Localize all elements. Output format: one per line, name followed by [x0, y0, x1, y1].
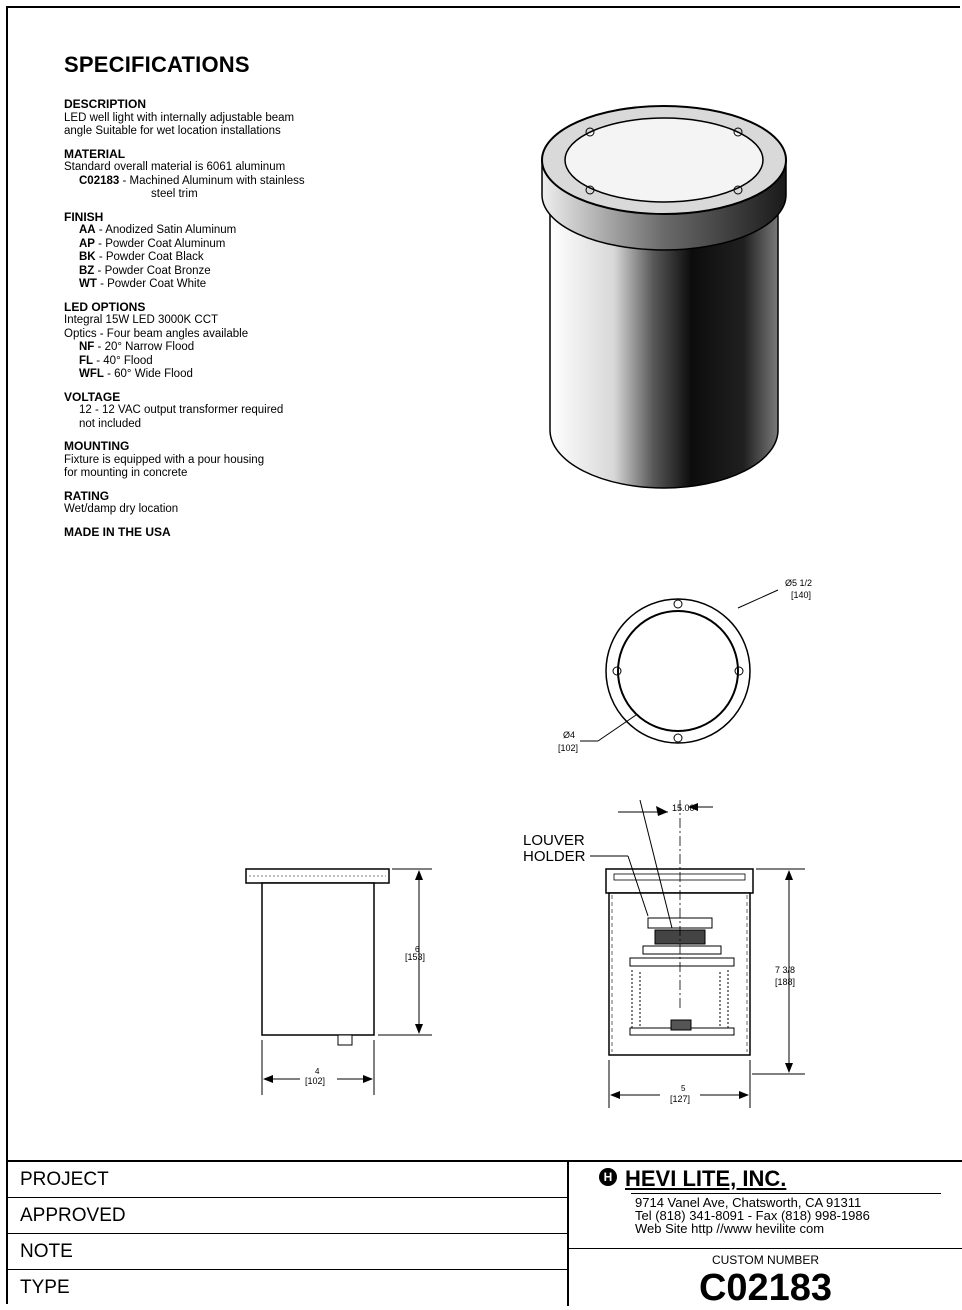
rating-line: Wet/damp dry location: [64, 503, 179, 515]
finish-item: AA - Anodized Satin Aluminum: [79, 224, 237, 236]
mounting-heading: MOUNTING: [64, 439, 130, 453]
led-options-line: Integral 15W LED 3000K CCT: [64, 314, 219, 326]
description-line: LED well light with internally adjustabl…: [64, 111, 295, 124]
outer-diameter-label: Ø5 1/2: [785, 578, 812, 588]
side-view-left: 6 [153] 4 [102]: [245, 868, 432, 1095]
type-field[interactable]: TYPE: [20, 1277, 70, 1298]
title-block: PROJECT APPROVED NOTE TYPE H HEVI LITE, …: [6, 1160, 962, 1309]
approved-field[interactable]: APPROVED: [6, 1198, 567, 1234]
finish-item: BK - Powder Coat Black: [79, 251, 204, 263]
left-height-mm: [153]: [405, 952, 425, 962]
top-view: Ø5 1/2 [140] Ø4 [102]: [558, 578, 812, 753]
finish-section: FINISH AA - Anodized Satin Aluminum AP -…: [64, 209, 394, 292]
voltage-line: 12 - 12 VAC output transformer required: [79, 404, 284, 416]
optic-item: NF - 20° Narrow Flood: [79, 341, 195, 353]
company-website: Web Site http //www hevilite com: [635, 1221, 825, 1236]
company-phone: Tel (818) 341-8091 - Fax (818) 998-1986: [635, 1208, 870, 1223]
left-width-mm: [102]: [305, 1076, 325, 1086]
rating-heading: RATING: [64, 488, 110, 503]
finish-item: AP - Powder Coat Aluminum: [79, 237, 226, 250]
outer-diameter-mm: [140]: [791, 590, 811, 600]
custom-number-value: C02183: [698, 1267, 833, 1309]
description-section: DESCRIPTION LED well light with internal…: [64, 97, 394, 139]
led-options-heading: LED OPTIONS: [64, 299, 146, 314]
material-heading: MATERIAL: [64, 146, 126, 161]
mounting-line: Fixture is equipped with a pour housing: [64, 453, 265, 466]
right-height-mm: [188]: [775, 977, 795, 987]
voltage-section: VOLTAGE 12 - 12 VAC output transformer r…: [64, 389, 394, 432]
made-in-label: MADE IN THE USA: [64, 524, 171, 539]
company-block: H HEVI LITE, INC. 9714 Vanel Ave, Chatsw…: [569, 1160, 962, 1309]
inner-diameter-mm: [102]: [558, 743, 578, 753]
fixture-render: [541, 105, 787, 489]
project-field[interactable]: PROJECT: [6, 1162, 567, 1198]
led-options-section: LED OPTIONS Integral 15W LED 3000K CCT O…: [64, 299, 394, 382]
custom-number-label: CUSTOM NUMBER: [711, 1253, 820, 1267]
louver-label-1: LOUVER: [523, 832, 585, 849]
specifications-list: DESCRIPTION LED well light with internal…: [64, 97, 394, 548]
louver-label-2: HOLDER: [523, 848, 586, 865]
rating-section: RATING Wet/damp dry location: [64, 488, 394, 517]
company-name: HEVI LITE, INC.: [625, 1166, 787, 1191]
voltage-line: not included: [79, 417, 142, 430]
right-width-label: 5: [681, 1084, 686, 1093]
note-field[interactable]: NOTE: [6, 1234, 567, 1270]
left-width-label: 4: [315, 1067, 320, 1076]
optic-item: FL - 40° Flood: [79, 354, 153, 367]
finish-item: BZ - Powder Coat Bronze: [79, 264, 211, 277]
drawing-frame: [6, 6, 960, 1304]
optic-item: WFL - 60° Wide Flood: [79, 368, 193, 380]
description-heading: DESCRIPTION: [64, 97, 147, 111]
custom-number-box: CUSTOM NUMBER C02183: [569, 1248, 962, 1309]
inner-diameter-label: Ø4: [563, 730, 575, 740]
page-title: SPECIFICATIONS: [64, 52, 250, 77]
voltage-heading: VOLTAGE: [64, 389, 121, 404]
material-code-text: - Machined Aluminum with stainless: [119, 174, 305, 187]
finish-item: WT - Powder Coat White: [79, 278, 207, 290]
led-options-line: Optics - Four beam angles available: [64, 327, 249, 340]
finish-heading: FINISH: [64, 209, 104, 224]
mounting-section: MOUNTING Fixture is equipped with a pour…: [64, 439, 394, 481]
title-block-fields: PROJECT APPROVED NOTE TYPE: [6, 1160, 569, 1306]
company-address-block: 9714 Vanel Ave, Chatsworth, CA 91311 Tel…: [635, 1196, 870, 1235]
material-line: Standard overall material is 6061 alumin…: [64, 161, 286, 173]
mounting-line: for mounting in concrete: [64, 467, 188, 479]
material-code-text-2: steel trim: [151, 188, 198, 200]
right-height-label: 7 3/8: [775, 965, 795, 975]
material-code: C02183: [79, 174, 120, 187]
material-section: MATERIAL Standard overall material is 60…: [64, 146, 394, 202]
company-address: 9714 Vanel Ave, Chatsworth, CA 91311: [635, 1195, 862, 1210]
section-view-right: 15.00° LOUVER HOLDER 7 3/8 [188] 5 [127]: [523, 799, 805, 1108]
company-divider: [631, 1193, 941, 1194]
company-logo-icon: H: [599, 1168, 617, 1186]
description-line: angle Suitable for wet location installa…: [64, 125, 281, 137]
technical-drawing: Ø5 1/2 [140] Ø4 [102] 6 [153] 4 [102]: [245, 105, 812, 1108]
beam-angle-label: 15.00°: [672, 803, 699, 813]
left-height-label: 6: [415, 945, 420, 954]
right-width-mm: [127]: [670, 1094, 690, 1104]
